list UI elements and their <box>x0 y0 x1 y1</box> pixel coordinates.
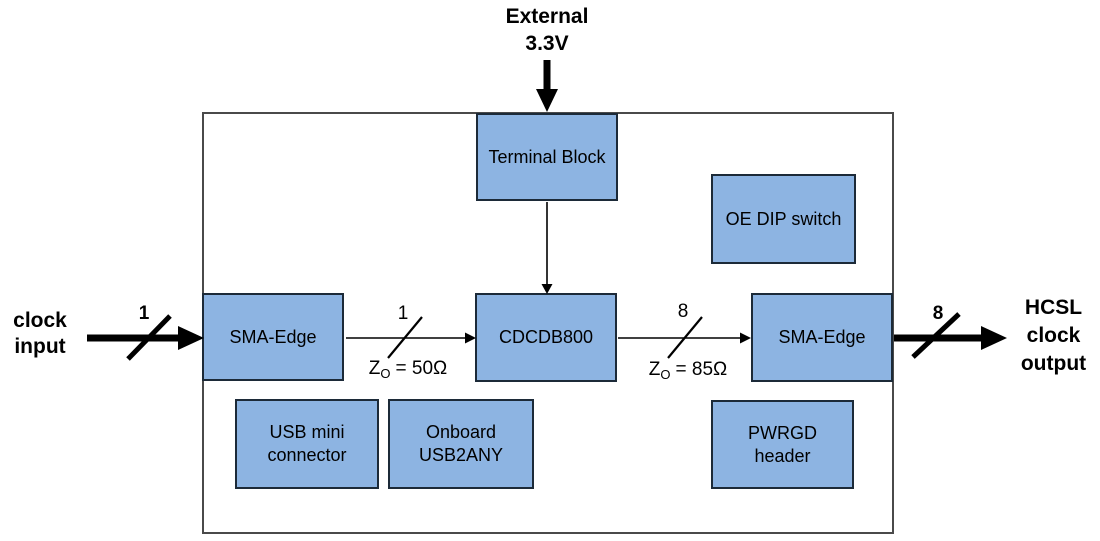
impedance-label-85ohm: ZO = 85Ω <box>630 359 746 382</box>
z85-symbol: Z <box>648 359 661 380</box>
z50-subscript: O <box>380 366 391 381</box>
pwrgd-line1: PWRGD <box>748 422 817 443</box>
external-power-arrow <box>536 60 558 112</box>
z85-subscript: O <box>660 367 671 382</box>
z85-value: = 85Ω <box>675 359 728 380</box>
usb-mini-line2: connector <box>267 445 347 465</box>
sma-edge-input-label: SMA-Edge <box>229 326 317 347</box>
clock-input-line1: clock <box>13 309 67 332</box>
clock-input-line2: input <box>14 335 66 358</box>
block-sma-edge-input: SMA-Edge <box>202 293 344 381</box>
bus-width-input: 1 <box>138 303 150 324</box>
block-sma-edge-output: SMA-Edge <box>751 293 893 382</box>
bus-width-output: 8 <box>932 303 944 324</box>
z50-symbol: Z <box>368 358 381 379</box>
bus-width-sma-to-cdc: 1 <box>397 303 409 324</box>
hcsl-output-line1: HCSL <box>1024 296 1083 319</box>
block-oe-dip-switch: OE DIP switch <box>711 174 856 264</box>
block-cdcdb800: CDCDB800 <box>475 293 617 382</box>
block-usb-mini-connector: USB mini connector <box>235 399 379 489</box>
block-terminal-block: Terminal Block <box>476 113 618 201</box>
oe-dip-switch-label: OE DIP switch <box>725 208 842 229</box>
block-pwrgd-header: PWRGD header <box>711 400 854 489</box>
usb-mini-line1: USB mini <box>269 422 345 442</box>
clock-input-label: clock input <box>2 308 78 360</box>
external-power-line1: External <box>505 5 589 28</box>
pwrgd-line2: header <box>754 445 811 466</box>
usb2any-line2: USB2ANY <box>418 445 504 465</box>
hcsl-output-line3: output <box>1020 352 1087 375</box>
impedance-label-50ohm: ZO = 50Ω <box>350 358 466 381</box>
z50-value: = 50Ω <box>395 358 448 379</box>
external-power-label: External 3.3V <box>477 3 617 57</box>
terminal-block-label: Terminal Block <box>488 146 606 167</box>
hcsl-output-line2: clock <box>1026 324 1081 347</box>
block-onboard-usb2any: Onboard USB2ANY <box>388 399 534 489</box>
cdcdb800-label: CDCDB800 <box>498 327 594 347</box>
clock-output-arrow <box>894 312 1007 359</box>
external-power-line2: 3.3V <box>525 32 569 55</box>
hcsl-clock-output-label: HCSL clock output <box>1007 294 1100 378</box>
bus-width-cdc-to-sma: 8 <box>677 301 689 322</box>
sma-edge-output-label: SMA-Edge <box>778 327 866 347</box>
usb2any-line1: Onboard <box>425 422 497 442</box>
